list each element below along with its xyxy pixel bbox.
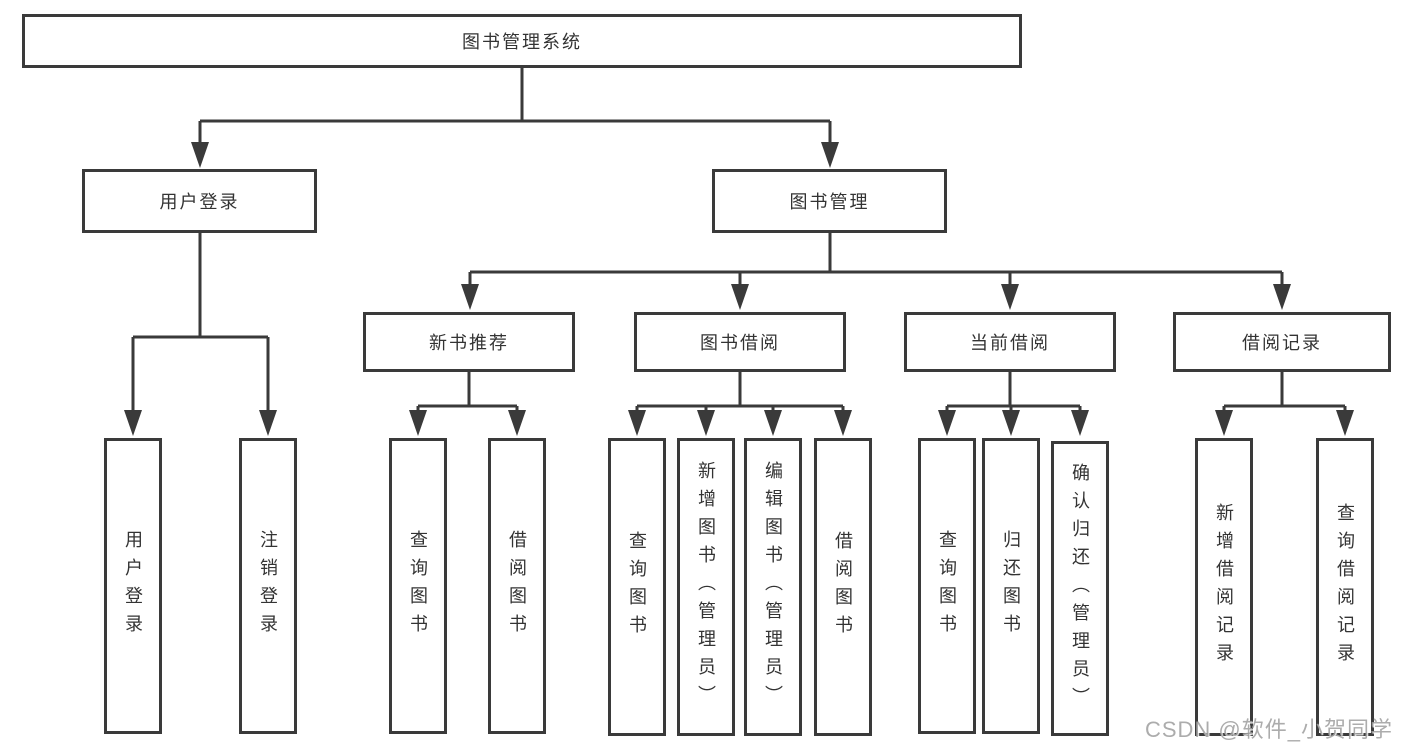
leaf-user-login: 用户登录 <box>104 438 162 734</box>
leaf-borrowing-edit-books-admin: 编辑图书（管理员） <box>744 438 802 736</box>
arrowhead <box>628 410 646 436</box>
connector-current-to-leaves <box>945 372 1082 416</box>
arrowhead <box>1273 284 1291 310</box>
node-label: 编辑图书（管理员） <box>763 461 783 713</box>
leaf-current-confirm-return-admin: 确认归还（管理员） <box>1051 441 1109 736</box>
node-label: 新增借阅记录 <box>1214 503 1234 671</box>
node-borrowing-records: 借阅记录 <box>1173 312 1391 372</box>
node-label: 新增图书（管理员） <box>696 461 716 713</box>
node-book-borrowing: 图书借阅 <box>634 312 846 372</box>
connector-root-to-level2 <box>198 67 832 148</box>
connector-book-management-to-level3 <box>468 233 1284 290</box>
node-label: 查询图书 <box>408 530 428 642</box>
node-label: 图书管理系统 <box>462 32 582 52</box>
connector-records-to-leaves <box>1222 372 1347 416</box>
node-book-management: 图书管理 <box>712 169 947 233</box>
arrowhead <box>1215 410 1233 436</box>
node-label: 新书推荐 <box>429 333 509 353</box>
leaf-current-return-books: 归还图书 <box>982 438 1040 734</box>
node-label: 确认归还（管理员） <box>1070 462 1090 715</box>
arrowhead <box>461 284 479 310</box>
node-label: 用户登录 <box>123 530 143 642</box>
arrowhead <box>938 410 956 436</box>
node-library-management-system: 图书管理系统 <box>22 14 1022 68</box>
node-label: 查询图书 <box>937 530 957 642</box>
arrowhead <box>409 410 427 436</box>
arrowhead <box>259 410 277 436</box>
node-label: 归还图书 <box>1001 530 1021 642</box>
node-new-book-recommend: 新书推荐 <box>363 312 575 372</box>
arrowhead <box>508 410 526 436</box>
leaf-borrowing-add-books-admin: 新增图书（管理员） <box>677 438 735 736</box>
leaf-borrowing-borrow-books: 借阅图书 <box>814 438 872 736</box>
node-current-borrowing: 当前借阅 <box>904 312 1116 372</box>
node-label: 查询图书 <box>627 531 647 643</box>
node-label: 图书管理 <box>789 192 870 212</box>
arrowhead <box>764 410 782 436</box>
node-label: 借阅图书 <box>507 530 527 642</box>
node-label: 当前借阅 <box>970 333 1050 353</box>
leaf-records-query-record: 查询借阅记录 <box>1316 438 1374 736</box>
arrowhead <box>191 142 209 168</box>
leaf-borrowing-query-books: 查询图书 <box>608 438 666 736</box>
arrowhead <box>834 410 852 436</box>
node-label: 借阅图书 <box>833 531 853 643</box>
connector-user-login-to-leaves <box>131 233 270 414</box>
arrowhead <box>1336 410 1354 436</box>
arrowhead <box>821 142 839 168</box>
node-user-login: 用户登录 <box>82 169 317 233</box>
connector-recommend-to-leaves <box>416 372 519 416</box>
arrowhead <box>1002 410 1020 436</box>
arrowhead <box>697 410 715 436</box>
arrowhead <box>124 410 142 436</box>
arrowhead <box>1001 284 1019 310</box>
leaf-logout: 注销登录 <box>239 438 297 734</box>
connector-borrowing-to-leaves <box>635 372 845 416</box>
arrowhead <box>731 284 749 310</box>
node-label: 用户登录 <box>159 192 240 212</box>
leaf-records-add-record: 新增借阅记录 <box>1195 438 1253 736</box>
leaf-recommend-query-books: 查询图书 <box>389 438 447 734</box>
leaf-current-query-books: 查询图书 <box>918 438 976 734</box>
node-label: 图书借阅 <box>700 333 780 353</box>
node-label: 借阅记录 <box>1242 333 1322 353</box>
leaf-recommend-borrow-books: 借阅图书 <box>488 438 546 734</box>
node-label: 注销登录 <box>258 530 278 642</box>
node-label: 查询借阅记录 <box>1335 503 1355 671</box>
arrowhead <box>1071 410 1089 436</box>
